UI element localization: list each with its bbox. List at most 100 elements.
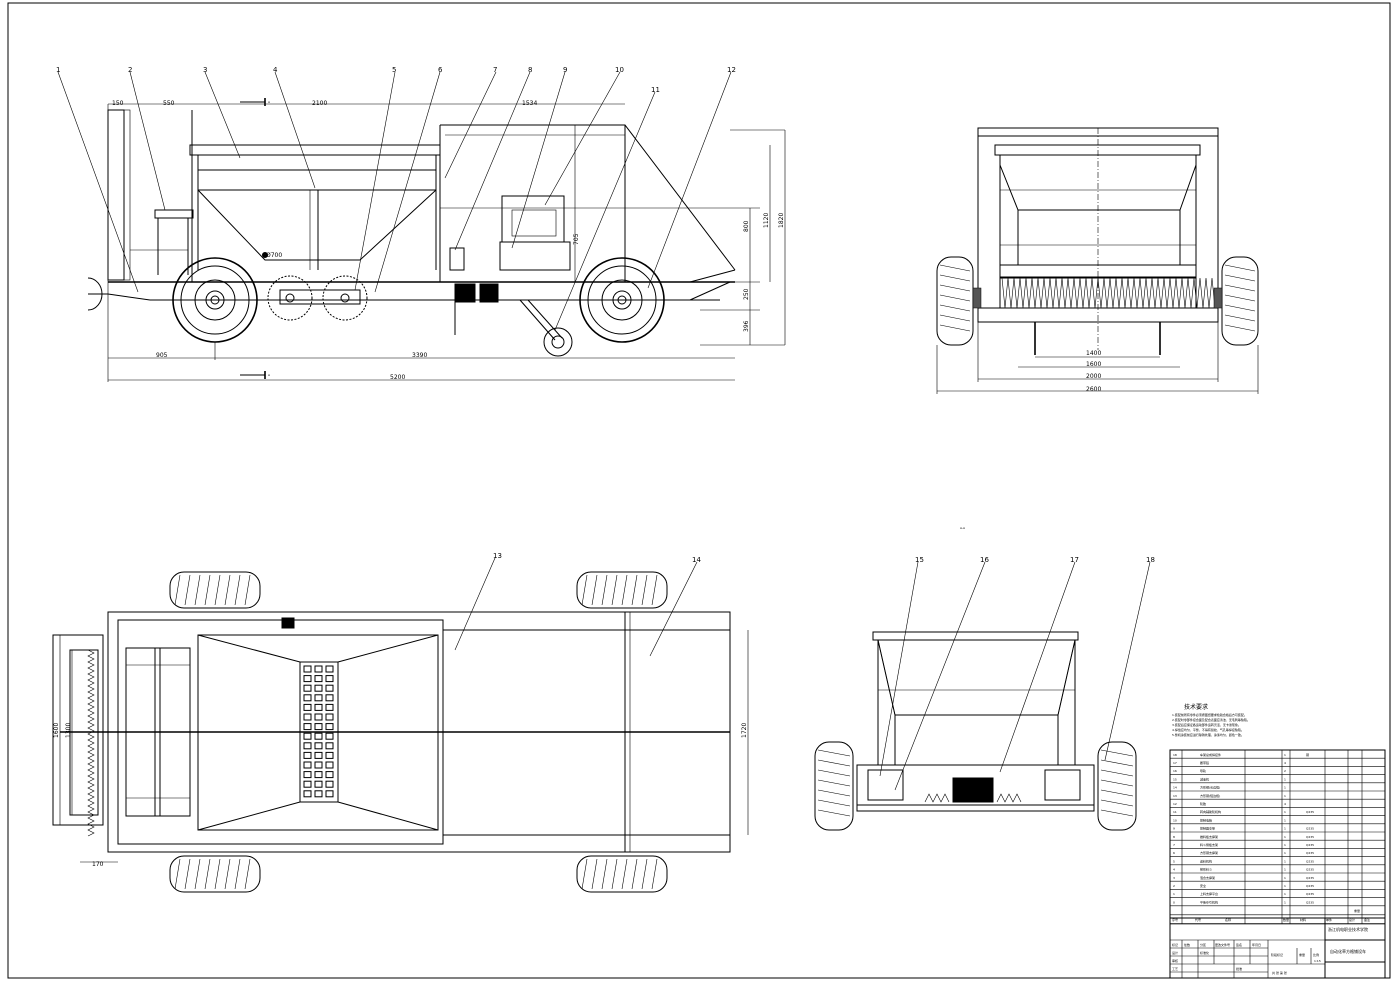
bom-cell: 平衡牵引机构 xyxy=(1200,899,1218,904)
bom-cell: Q235 xyxy=(1306,884,1314,888)
bom-weight-header: 重量 xyxy=(1354,908,1360,913)
bom-cell: 上料支撑平台 xyxy=(1200,891,1218,896)
bom-cell: 0 xyxy=(1173,900,1175,904)
bom-cell: 1 xyxy=(1284,868,1286,872)
bom-cell: 方形钢(长边框) xyxy=(1200,785,1220,790)
bom-cell: Q235 xyxy=(1306,859,1314,863)
bom-cell: 3 xyxy=(1173,876,1175,880)
dim-2100: 2100 xyxy=(312,100,327,107)
bom-cell: 11 xyxy=(1173,810,1177,814)
tech-req-line-3: 3.装配后应保证各运动部件运转灵活，无卡滞现象。 xyxy=(1172,722,1241,727)
bom-cell: 1 xyxy=(1284,794,1286,798)
top-dim-1600: 1600 xyxy=(53,723,60,738)
section-label-aa: A-A xyxy=(960,526,966,530)
tech-req-line-5: 5.整机涂装前应进行除锈处理，涂漆均匀，颜色一致。 xyxy=(1172,732,1244,737)
bom-cell: 1 xyxy=(1284,876,1286,880)
bom-cell: Q235 xyxy=(1306,876,1314,880)
tech-req-line-2: 2.装配时零部件接合面及配合表面应清洁、无毛刺等缺陷。 xyxy=(1172,717,1250,722)
bom-cell: 1 xyxy=(1284,851,1286,855)
bom-cell: 14 xyxy=(1173,786,1177,790)
bom-cell: 1 xyxy=(1284,810,1286,814)
bom-cell: Q235 xyxy=(1306,835,1314,839)
tb-label-marker: 标记 xyxy=(1172,942,1178,947)
bom-cell: 4 xyxy=(1284,802,1286,806)
tech-req-title: 技术要求 xyxy=(1184,703,1208,711)
dim-550: 550 xyxy=(163,100,175,107)
bom-cell: 履带链 xyxy=(1200,760,1209,765)
bom-cell: 混合支撑架 xyxy=(1200,875,1215,880)
tb-label-standard: 标准化 xyxy=(1200,950,1209,955)
bom-cell: 6 xyxy=(1173,851,1175,855)
part-number-11: 11 xyxy=(651,86,660,94)
tb-label-weight: 重量 xyxy=(1299,952,1305,957)
dim-800: 800 xyxy=(743,220,750,232)
bom-header-cell: 代号 xyxy=(1195,917,1201,922)
tb-label-change: 更改文件号 xyxy=(1215,942,1230,947)
bom-cell: 18 xyxy=(1173,753,1177,757)
bom-cell: 推料板支撑架 xyxy=(1200,834,1218,839)
part-number-16: 16 xyxy=(980,556,989,564)
tb-label-review: 审核 xyxy=(1172,958,1178,963)
bom-cell: 1 xyxy=(1284,786,1286,790)
bom-cell: 1 xyxy=(1284,892,1286,896)
tb-label-zone: 分区 xyxy=(1200,942,1206,947)
bom-cell: 送料机构 xyxy=(1200,858,1212,863)
top-dim-1300: 1300 xyxy=(65,723,72,738)
bom-cell: Q235 xyxy=(1306,892,1314,896)
part-number-1: 1 xyxy=(56,66,60,74)
part-number-2: 2 xyxy=(128,66,132,74)
bom-cell: 5 xyxy=(1173,859,1175,863)
bom-cell: 1 xyxy=(1284,843,1286,847)
bom-header-cell: 总计 xyxy=(1349,917,1355,922)
bom-cell: 1 xyxy=(1284,777,1286,781)
bom-cell: 1 xyxy=(1284,900,1286,904)
tb-label-date: 年月日 xyxy=(1252,942,1261,947)
dim-905: 905 xyxy=(156,352,168,359)
dim-396: 396 xyxy=(743,320,750,332)
bom-cell: 1 xyxy=(1284,818,1286,822)
bom-cell: 8 xyxy=(1173,835,1175,839)
part-number-4: 4 xyxy=(273,66,278,74)
leader-lines xyxy=(57,71,732,331)
bom-cell: 减速机 xyxy=(1200,776,1209,781)
bom-cell: 1 xyxy=(1284,827,1286,831)
bom-cell: 4 xyxy=(1173,868,1175,872)
front-dim-2000: 2000 xyxy=(1086,373,1101,380)
section-mark-a-bottom: A xyxy=(268,373,271,377)
tb-label-sign: 签名 xyxy=(1236,942,1242,947)
part-number-9: 9 xyxy=(563,66,567,74)
bom-cell: 1 xyxy=(1284,884,1286,888)
bom-cell: 7 xyxy=(1173,843,1175,847)
bom-cell: 导轨 xyxy=(1200,768,1206,773)
bom-cell: 控制电箱 xyxy=(1200,817,1212,822)
bom-cell: 梯形料斗 xyxy=(1200,867,1212,872)
bom-header-cell: 数量 xyxy=(1283,917,1289,922)
top-dim-1720: 1720 xyxy=(741,723,748,738)
bom-cell: 12 xyxy=(1173,802,1177,806)
dim-250: 250 xyxy=(743,288,750,300)
bom-cell: 车架总成焊接件 xyxy=(1200,752,1221,757)
tb-label-stage: 阶段标记 xyxy=(1271,952,1283,957)
bom-header-cell: 单件 xyxy=(1326,917,1332,922)
bom-cell: 9 xyxy=(1173,827,1175,831)
tb-label-count: 处数 xyxy=(1184,942,1190,947)
tb-label-approve: 批准 xyxy=(1236,966,1242,971)
bom-cell: Q235 xyxy=(1306,868,1314,872)
bom-cell: 10 xyxy=(1173,818,1177,822)
tb-label-craft: 工艺 xyxy=(1172,966,1178,971)
front-dim-1400: 1400 xyxy=(1086,350,1101,357)
dim-dia-700: Ø700 xyxy=(266,252,282,259)
bom-cell: 控制器支架 xyxy=(1200,826,1215,831)
top-dim-170: 170 xyxy=(92,861,104,868)
section-view xyxy=(814,561,1151,831)
dim-150: 150 xyxy=(112,100,124,107)
bom-cell: Q235 xyxy=(1306,900,1314,904)
bom-cell: 转向辅助轮机构 xyxy=(1200,809,1221,814)
bom-cell: Q235 xyxy=(1306,843,1314,847)
tb-label-sheets: 共 张 第 张 xyxy=(1272,970,1287,975)
dim-1820: 1820 xyxy=(778,213,785,228)
tech-req-line-4: 4.焊缝应均匀、平整，不得有裂纹、气孔等焊接缺陷。 xyxy=(1172,727,1244,732)
bom-cell: 15 xyxy=(1173,777,1177,781)
